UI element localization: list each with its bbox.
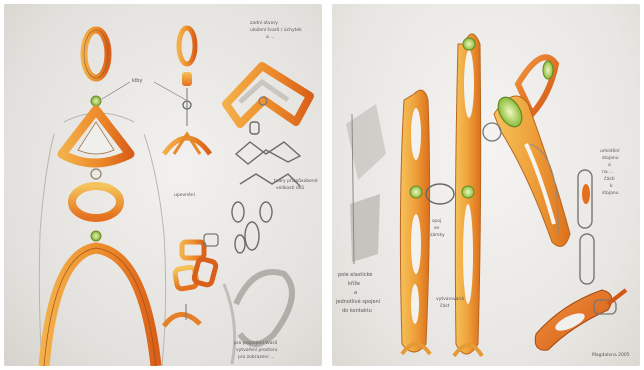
rnote-mid-2: se — [434, 226, 439, 231]
left-sketch-panel: klby zadní otvory uložení tvarů / úchyte… — [4, 4, 322, 366]
rnote-right-6: k — [610, 183, 613, 189]
rnote-left-3: a — [354, 290, 357, 296]
signature: Magdalena 2005 — [592, 352, 630, 358]
rnote-low-mid-2: část — [440, 302, 450, 309]
diagonal-arm — [483, 57, 570, 246]
rnote-right-7: stojanu — [602, 190, 619, 196]
rnote-right-4: na ... — [602, 170, 613, 175]
rnote-left-4: jednotlivé spojení — [335, 298, 381, 305]
link-segment-1 — [400, 90, 430, 354]
note-mid-right-2: velikosti dílů — [276, 184, 304, 191]
rnote-mid-3: zámky — [430, 231, 445, 238]
note-bottom-3: pro zobrazení ... — [238, 353, 274, 360]
rnote-right-2: stojanu — [602, 155, 619, 161]
right-vertical-links — [578, 170, 594, 284]
legs-arch — [44, 248, 156, 366]
rnote-mid-1: spoj — [432, 218, 441, 224]
note-top-right-2: uložení tvarů / úchytek — [250, 26, 302, 33]
small-head-loop — [179, 28, 195, 64]
rnote-right-1: umístění — [600, 147, 620, 154]
note-bottom-1: pro propojení tvarů — [234, 339, 277, 346]
neck-joint — [91, 96, 101, 106]
note-top-right-1: zadní otvory — [250, 19, 278, 26]
butterfly-part — [226, 66, 310, 124]
rnote-left-1: pole elastické — [338, 271, 372, 278]
hip-joint — [91, 231, 101, 241]
lower-assembly — [164, 234, 218, 326]
note-small-mid: upevnění — [174, 191, 196, 198]
note-bottom-2: vytvoření prostoru — [236, 346, 278, 353]
pelvis-ring — [72, 186, 120, 218]
note-top-right-3: a ... — [266, 35, 274, 40]
left-sketch: klby zadní otvory uložení tvarů / úchyte… — [4, 4, 322, 366]
rnote-left-2: kříže — [348, 280, 360, 287]
rnote-right-5: části — [604, 175, 615, 182]
note-klby: klby — [132, 78, 142, 84]
note-mid-right-1: tvary přizpůsobené — [274, 177, 318, 184]
rnote-low-mid-1: vytvarovaná — [436, 295, 464, 302]
rnote-left-5: do kontaktu — [342, 308, 372, 314]
connector-joint — [426, 184, 454, 204]
rnote-right-3: a — [608, 163, 611, 168]
bottom-shelf-assembly — [535, 290, 626, 350]
link-segment-2 — [454, 34, 482, 356]
right-sketch: pole elastické kříže a jednotlivé spojen… — [332, 4, 640, 366]
right-sketch-panel: pole elastické kříže a jednotlivé spojen… — [332, 4, 640, 366]
